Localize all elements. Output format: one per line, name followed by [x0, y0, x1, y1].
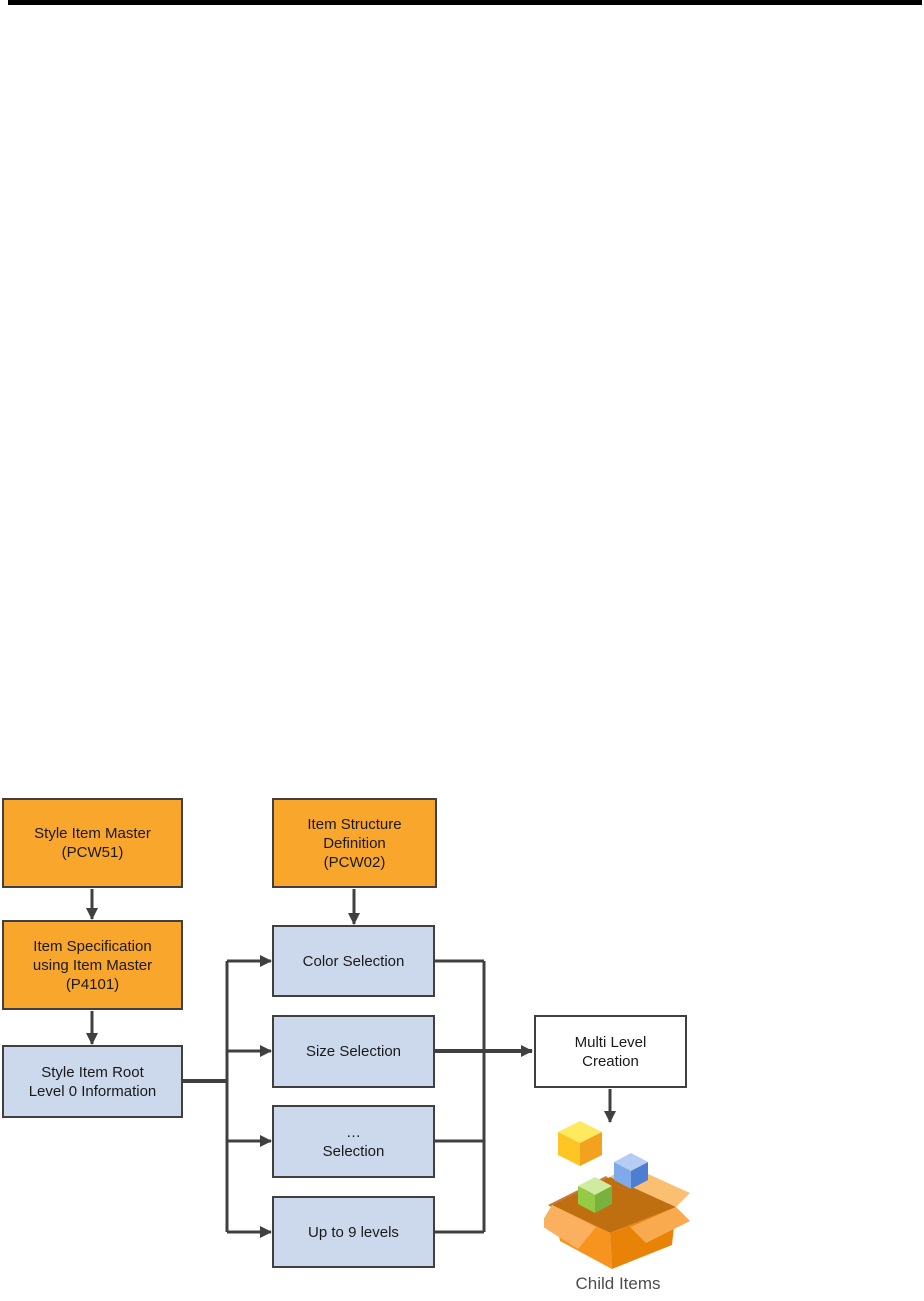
node-label-line: Item Structure: [307, 815, 402, 833]
node-label-line: Up to 9 levels: [308, 1223, 399, 1241]
yellow-cube-icon: [558, 1121, 602, 1166]
node-style-item-root: Style Item Root Level 0 Information: [2, 1045, 183, 1118]
node-ellipsis-selection: … Selection: [272, 1105, 435, 1178]
node-label-line: (PCW51): [61, 844, 124, 861]
node-item-specification: Item Specification using Item Master (P4…: [2, 920, 183, 1010]
node-label-line: Style Item Master: [34, 825, 151, 842]
open-box-with-cubes-icon: [540, 1121, 690, 1269]
node-label-line: Definition: [323, 834, 386, 852]
node-label-line: using Item Master: [32, 956, 153, 974]
node-label-line: Style Item Root: [41, 1063, 144, 1081]
node-label-line: Color Selection: [302, 952, 405, 970]
node-item-structure-definition: Item Structure Definition (PCW02): [272, 798, 437, 888]
node-multi-level-creation: Multi Level Creation: [534, 1015, 687, 1088]
box-front-left-flap: [540, 1205, 596, 1249]
child-items-caption: Child Items: [575, 1274, 661, 1293]
node-label-line: Size Selection: [305, 1043, 402, 1060]
child-items-icon: [540, 1119, 692, 1273]
green-cube-icon: [578, 1177, 612, 1213]
node-up-to-9-levels: Up to 9 levels: [272, 1196, 435, 1268]
node-label-line: Item Specification: [33, 937, 152, 955]
node-size-selection: Size Selection: [272, 1015, 435, 1088]
node-label-line: Creation: [582, 1052, 639, 1070]
node-color-selection: Color Selection: [272, 925, 435, 997]
node-style-item-master: Style Item Master (PCW51): [2, 798, 183, 888]
node-label-line: Selection: [322, 1142, 385, 1160]
page-top-rule: [8, 0, 922, 5]
node-label-line: Multi Level: [574, 1033, 647, 1051]
node-label-line: (P4101): [65, 975, 120, 993]
blue-cube-icon: [614, 1153, 648, 1189]
node-label-line: Level 0 Information: [28, 1082, 157, 1100]
node-label-line: (PCW02): [323, 853, 386, 871]
node-label-line: …: [346, 1123, 361, 1141]
box-front-right-flap: [630, 1207, 690, 1243]
